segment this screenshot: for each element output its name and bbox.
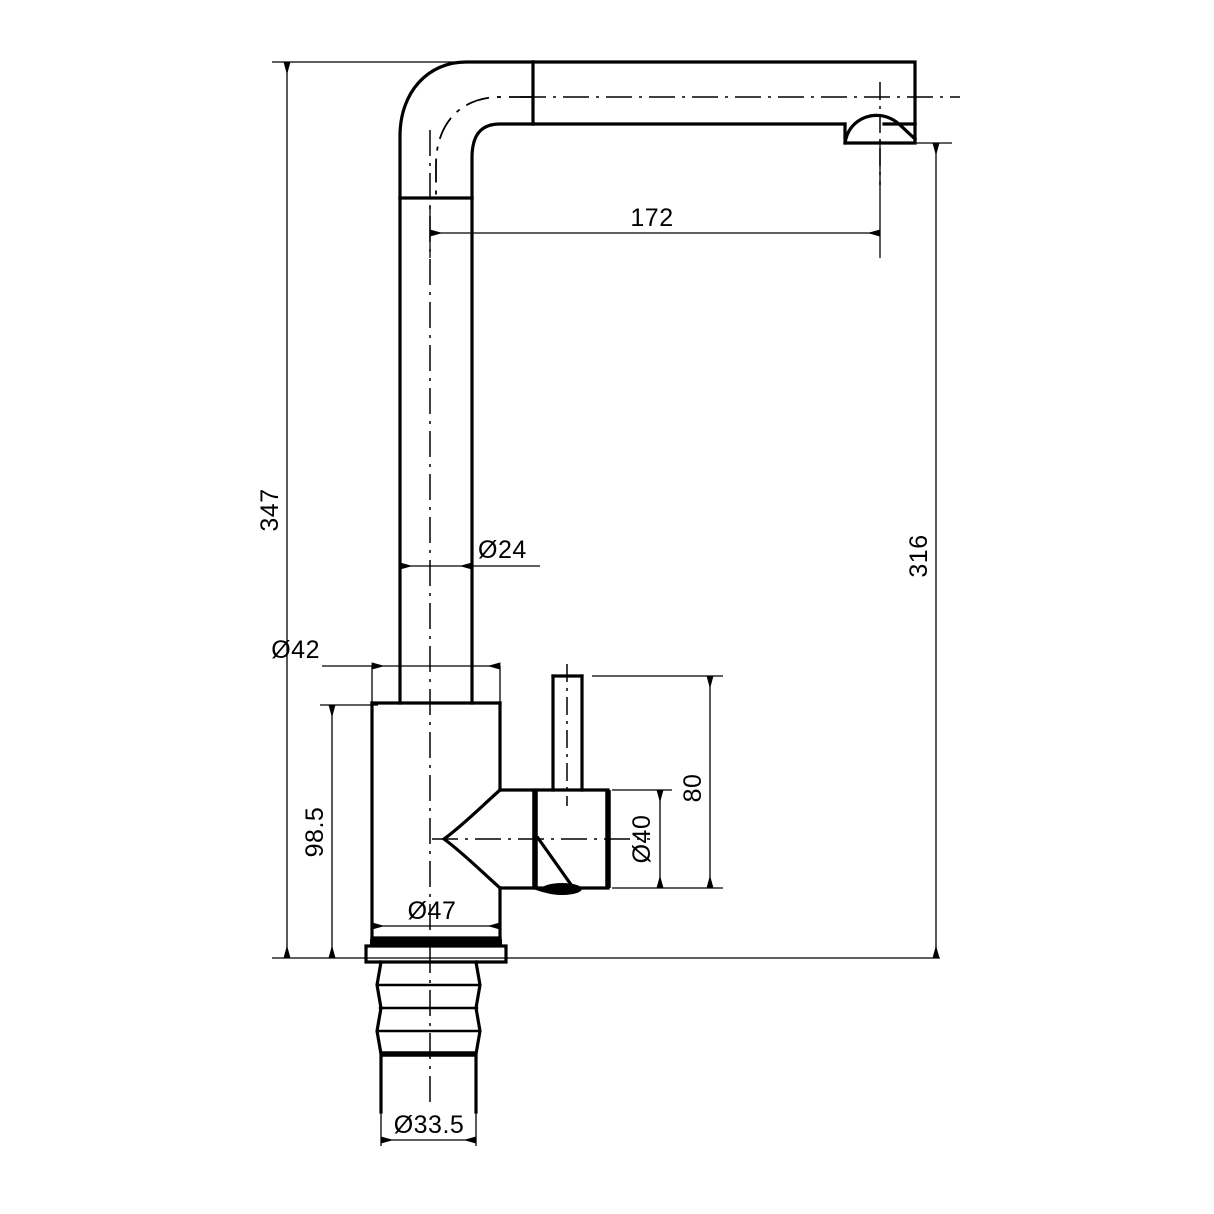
- base-gasket: [364, 939, 508, 964]
- dimension-base-diameter: Ø47: [371, 897, 501, 946]
- dimension-body-top-diameter: Ø42: [271, 636, 501, 706]
- dim-label-d42: Ø42: [271, 636, 320, 664]
- dimension-column-diameter: Ø24: [399, 536, 540, 570]
- dim-label-d33-5: Ø33.5: [394, 1111, 465, 1139]
- dimension-handle-height: 80: [592, 675, 723, 889]
- dim-label-347: 347: [256, 488, 284, 531]
- dimension-cartridge-diameter: Ø40: [612, 789, 672, 889]
- dimension-body-height: 98.5: [301, 704, 378, 959]
- dim-label-172: 172: [630, 204, 673, 232]
- dimension-spout-height: 316: [900, 142, 952, 959]
- dim-label-d40: Ø40: [628, 815, 656, 864]
- spout-elbow: [398, 60, 535, 200]
- dim-label-d47: Ø47: [408, 897, 457, 925]
- lever-diagonal: [532, 835, 582, 895]
- dimension-overall-height: 347: [256, 61, 940, 959]
- dim-label-98-5: 98.5: [301, 807, 329, 858]
- dim-label-316: 316: [905, 534, 933, 577]
- threaded-shank: [375, 960, 482, 1114]
- dimension-spout-reach: 172: [429, 140, 881, 258]
- dimension-shank-diameter: Ø33.5: [380, 1060, 477, 1146]
- spout-horizontal-arm: [531, 60, 917, 126]
- dim-label-d24: Ø24: [478, 536, 527, 564]
- dim-label-80: 80: [679, 774, 707, 803]
- spout-column: [398, 196, 474, 705]
- body: [370, 701, 502, 940]
